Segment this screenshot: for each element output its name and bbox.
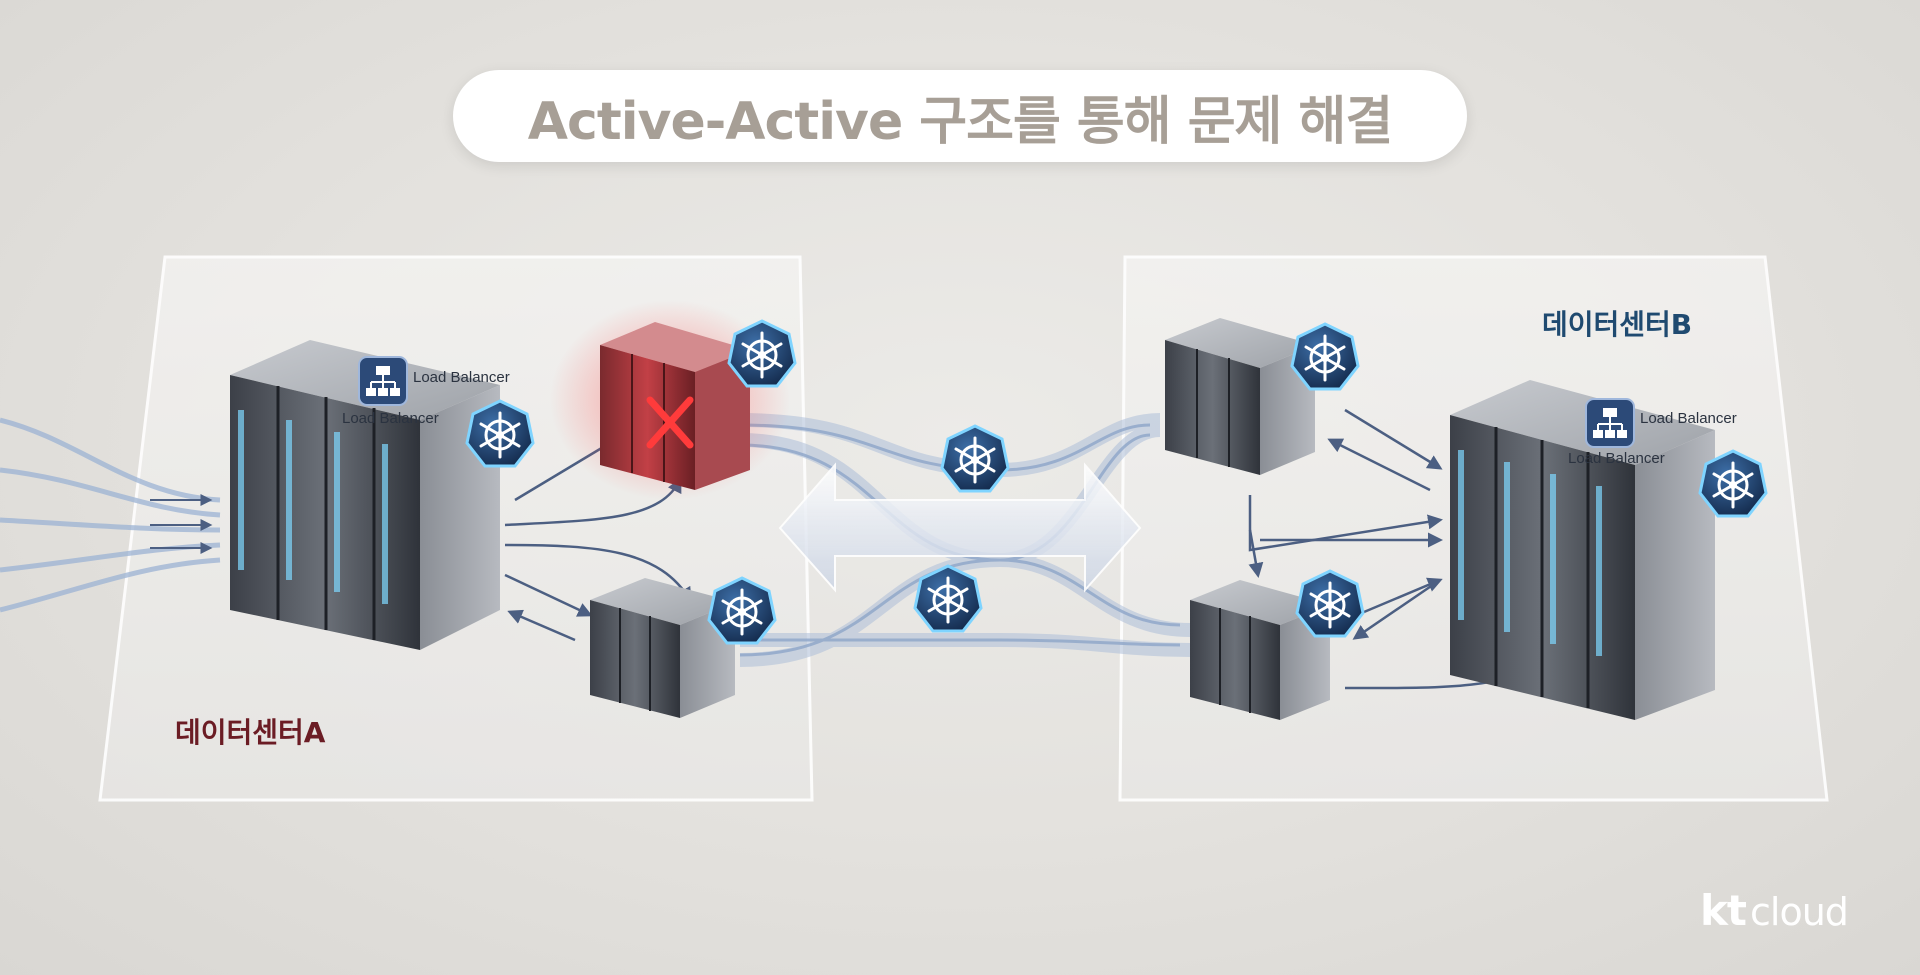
kubernetes-helm-icon [465,399,535,468]
title-pill: Active-Active 구조를 통해 문제 해결 [453,70,1467,162]
kubernetes-helm-icon [1290,322,1360,391]
datacenter-b-upper-rack [1165,318,1315,475]
datacenter-b-label: 데이터센터B [1542,308,1693,341]
inter-dc-lines [739,423,1181,657]
kubernetes-helm-icon [727,319,797,388]
load-balancer-label: Load Balancer [413,369,510,386]
network-hierarchy-icon [1585,398,1635,448]
logo-cloud: cloud [1750,890,1849,934]
failed-rack [600,322,750,490]
incoming-arrows [150,494,213,554]
bidirectional-arrow [778,462,1142,593]
kubernetes-helm-icon [707,576,777,645]
load-balancer-label: Load Balancer [342,410,439,427]
datacenter-b-arrows [1248,408,1558,690]
logo-kt: kt [1700,886,1747,935]
kubernetes-helm-icon [1698,449,1768,518]
load-balancer-label: Load Balancer [1640,410,1737,427]
kubernetes-helm-icon [1295,569,1365,638]
kubernetes-helm-icon [913,564,983,633]
failure-x-icon [646,396,694,449]
page-title: Active-Active 구조를 통해 문제 해결 [527,91,1393,152]
kubernetes-helm-icon [940,424,1010,493]
datacenter-a-label: 데이터센터A [175,716,326,749]
network-hierarchy-icon [358,356,408,406]
load-balancer-label: Load Balancer [1568,450,1665,467]
incoming-traffic-lines [0,417,221,613]
datacenter-b-main-rack [1450,380,1715,720]
